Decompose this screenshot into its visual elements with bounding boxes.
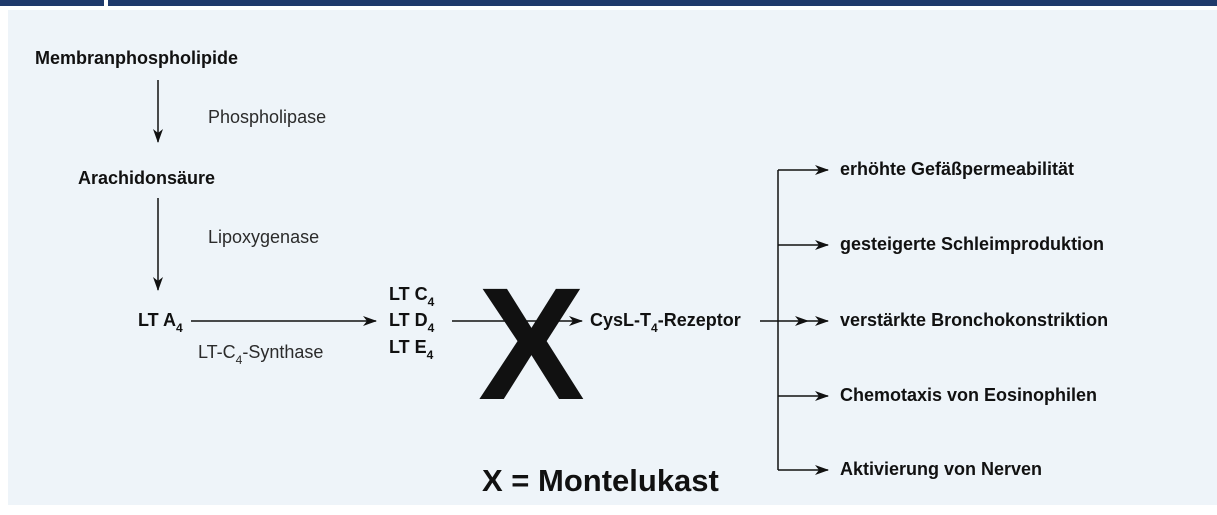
node-lt-d4-base: LT D bbox=[389, 310, 428, 330]
header-tab bbox=[0, 0, 104, 6]
node-lt-d4: LT D4 bbox=[389, 309, 435, 335]
effect-item-3: verstärkte Bronchokonstriktion bbox=[840, 310, 1109, 330]
enzyme-synthase-sub: 4 bbox=[235, 353, 243, 367]
node-lt-c4: LT C4 bbox=[389, 283, 435, 309]
node-lt-d4-sub: 4 bbox=[427, 321, 435, 335]
enzyme-lt-c4-synthase: LT-C4-Synthase bbox=[198, 341, 324, 367]
node-membranphospholipide: Membranphospholipide bbox=[35, 48, 239, 68]
header-rule bbox=[108, 0, 1217, 6]
header-bar bbox=[0, 0, 1217, 10]
node-cysl-receptor: CysL-T4-Rezeptor bbox=[590, 309, 741, 335]
node-receptor-pre: CysL-T bbox=[590, 310, 652, 330]
node-receptor-post: -Rezeptor bbox=[657, 310, 741, 330]
enzyme-lipoxygenase: Lipoxygenase bbox=[208, 227, 320, 247]
node-lt-c4-sub: 4 bbox=[427, 295, 435, 309]
enzyme-synthase-post: -Synthase bbox=[242, 342, 324, 362]
node-lt-e4: LT E4 bbox=[389, 336, 434, 362]
effect-item-5: Aktivierung von Nerven bbox=[840, 459, 1043, 479]
node-lt-a4-base: LT A bbox=[138, 310, 176, 330]
node-receptor-sub: 4 bbox=[651, 321, 658, 335]
node-lt-a4-sub: 4 bbox=[176, 321, 183, 335]
montelukast-block-mark: X bbox=[478, 254, 585, 433]
node-lt-c4-base: LT C bbox=[389, 284, 428, 304]
diagram-panel: Membranphospholipide Arachidonsäure LT A… bbox=[8, 10, 1217, 505]
pathway-arrows bbox=[153, 80, 829, 475]
enzyme-phospholipase: Phospholipase bbox=[208, 107, 327, 127]
effect-item-4: Chemotaxis von Eosinophilen bbox=[840, 385, 1098, 405]
node-lt-a4: LT A4 bbox=[138, 309, 183, 335]
effect-item-1: erhöhte Gefäßpermeabilität bbox=[840, 159, 1075, 179]
enzyme-synthase-pre: LT-C bbox=[198, 342, 236, 362]
node-arachidonsaeure: Arachidonsäure bbox=[78, 168, 216, 188]
montelukast-legend: X = Montelukast bbox=[482, 463, 719, 498]
effect-item-2: gesteigerte Schleimproduktion bbox=[840, 234, 1105, 254]
node-lt-e4-base: LT E bbox=[389, 337, 427, 357]
node-lt-e4-sub: 4 bbox=[426, 348, 434, 362]
